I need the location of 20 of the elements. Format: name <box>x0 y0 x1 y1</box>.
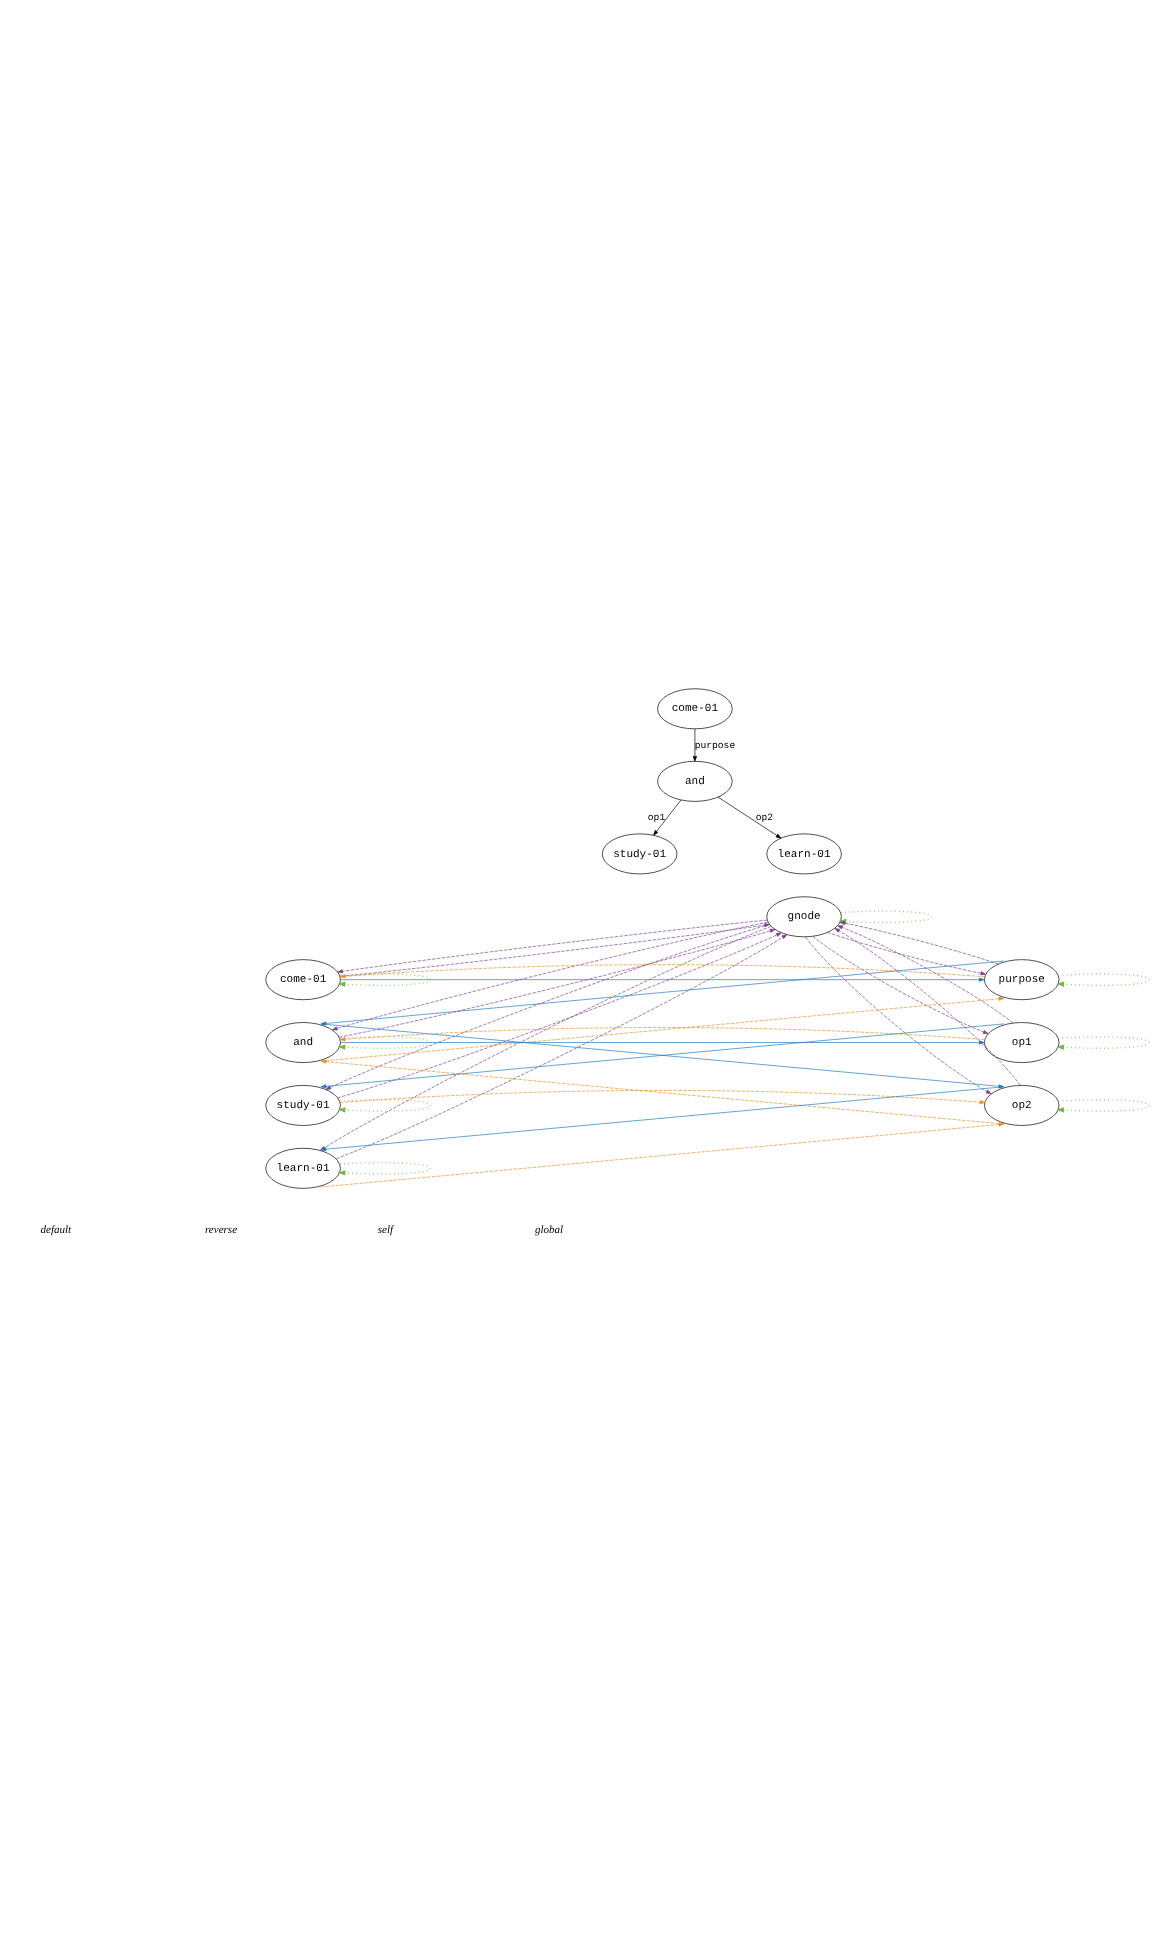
arrow <box>812 935 989 1034</box>
arrow <box>837 924 1014 1023</box>
arrow <box>337 1098 431 1112</box>
arrow <box>339 963 986 978</box>
arrow <box>340 976 985 981</box>
arrow <box>827 931 987 975</box>
arrow <box>653 798 682 835</box>
arrow <box>339 1089 986 1104</box>
arrow <box>337 972 431 986</box>
arrow <box>1056 972 1150 986</box>
arrow <box>1056 1035 1150 1049</box>
arrow <box>1056 1098 1150 1112</box>
arrow <box>339 1026 986 1041</box>
arrow <box>692 727 697 761</box>
arrow <box>834 927 1021 1085</box>
arrow <box>717 795 782 838</box>
arrow <box>805 935 992 1094</box>
arrow <box>839 920 999 964</box>
arrow <box>337 1160 431 1175</box>
arrow <box>320 1058 1005 1124</box>
